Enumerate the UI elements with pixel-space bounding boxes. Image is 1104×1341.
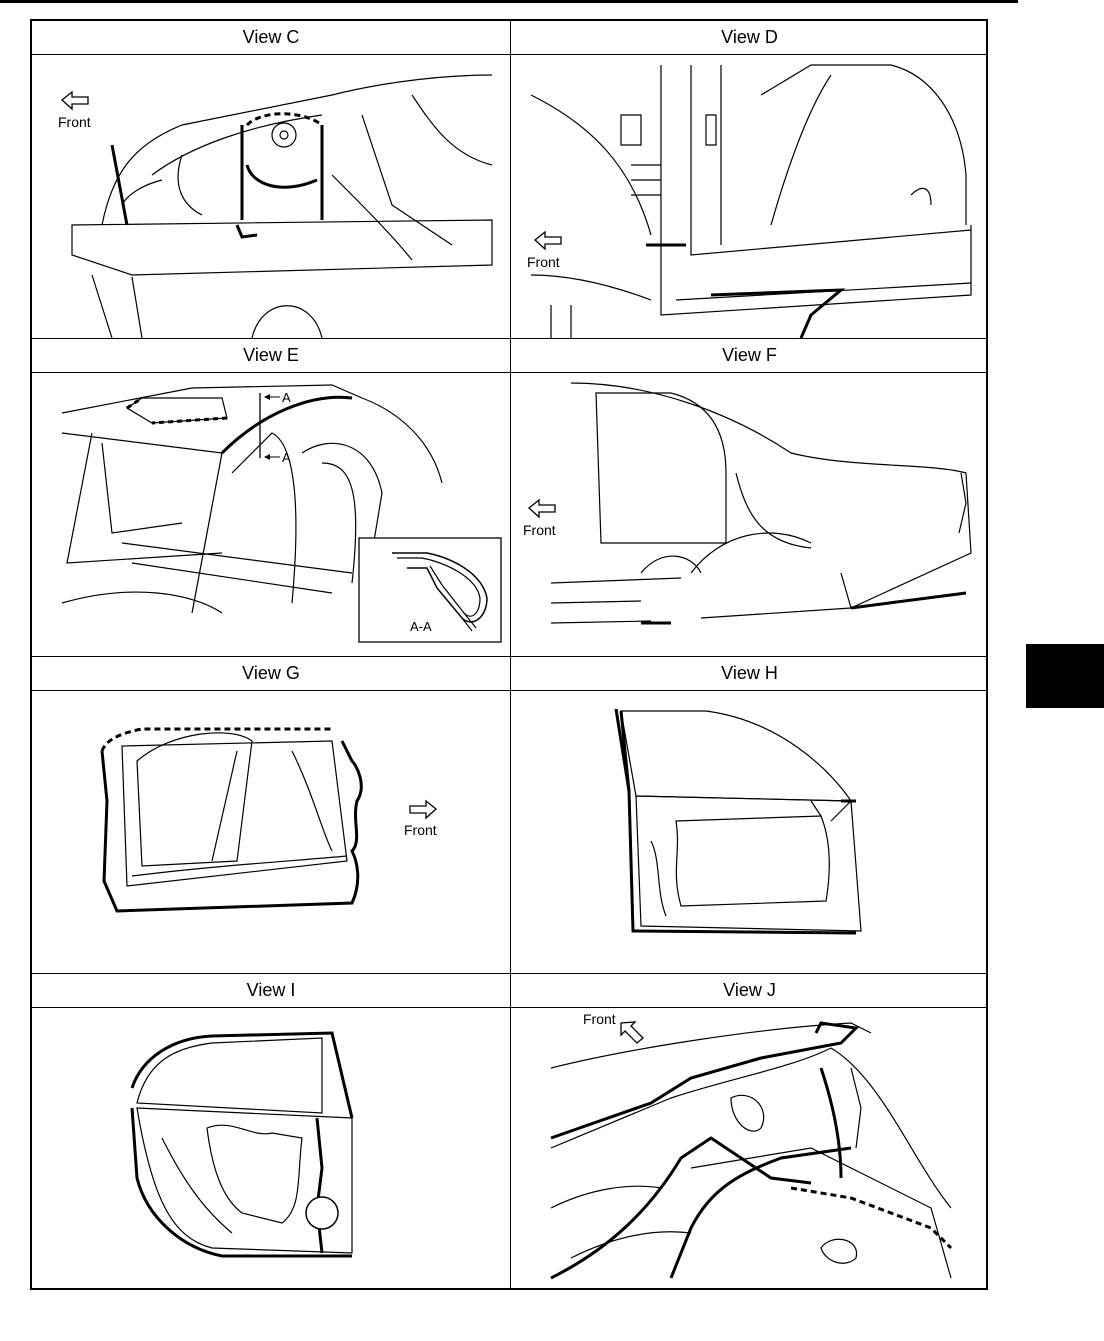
- view-title: View H: [511, 657, 988, 691]
- view-e-figure: A A A-A: [32, 373, 510, 656]
- section-label: A: [282, 390, 291, 405]
- section-tab: [1026, 644, 1104, 708]
- view-title: View I: [32, 974, 510, 1008]
- view-c-panel: View C: [32, 21, 510, 338]
- row-divider: [32, 656, 986, 657]
- rear-fender-drawing: Front: [523, 382, 972, 625]
- view-j-panel: View J: [511, 974, 988, 1290]
- view-i-panel: View I: [32, 974, 510, 1290]
- front-arrow-icon: [60, 90, 89, 111]
- row-divider: [32, 973, 986, 974]
- column-divider: [510, 21, 511, 1288]
- front-label: Front: [583, 1011, 616, 1027]
- front-arrow-icon: [533, 230, 562, 251]
- section-label: A: [282, 450, 291, 465]
- view-title: View J: [511, 974, 988, 1008]
- view-e-panel: View E: [32, 339, 510, 656]
- view-c-figure: Front: [32, 55, 510, 338]
- view-d-panel: View D: [511, 21, 988, 338]
- views-grid: View C: [30, 19, 988, 1290]
- trunk-lid-drawing: Front: [100, 727, 438, 913]
- front-label: Front: [404, 822, 437, 838]
- view-g-figure: Front: [32, 691, 510, 973]
- view-title: View E: [32, 339, 510, 373]
- view-d-figure: Front: [511, 55, 988, 338]
- view-f-figure: Front: [511, 373, 988, 656]
- front-label: Front: [527, 254, 560, 270]
- front-door-drawing: [614, 708, 862, 935]
- view-i-figure: [32, 1008, 510, 1290]
- sill-and-pillar-drawing: Front: [527, 64, 972, 338]
- view-h-panel: View H: [511, 657, 988, 973]
- rear-floor-drawing: Front: [550, 1011, 953, 1280]
- inset-label: A-A: [410, 619, 432, 634]
- view-title: View F: [511, 339, 988, 373]
- view-f-panel: View F: [511, 339, 988, 656]
- front-arrow-icon: [620, 1021, 644, 1044]
- front-label: Front: [523, 522, 556, 538]
- rear-door-drawing: [130, 1031, 354, 1258]
- view-title: View G: [32, 657, 510, 691]
- view-h-figure: [511, 691, 988, 973]
- roof-and-pillar-drawing: A A A-A: [61, 384, 502, 643]
- section-inset: A-A: [358, 537, 502, 643]
- front-arrow-icon: [527, 498, 556, 519]
- front-label: Front: [58, 114, 91, 130]
- view-j-figure: Front: [511, 1008, 988, 1290]
- front-arrow-icon: [409, 799, 438, 820]
- front-inner-body-drawing: Front: [58, 74, 493, 338]
- view-title: View C: [32, 21, 510, 55]
- top-rule: [0, 0, 1018, 3]
- row-divider: [32, 338, 986, 339]
- view-g-panel: View G Front: [32, 657, 510, 973]
- section-line: [259, 393, 280, 460]
- view-title: View D: [511, 21, 988, 55]
